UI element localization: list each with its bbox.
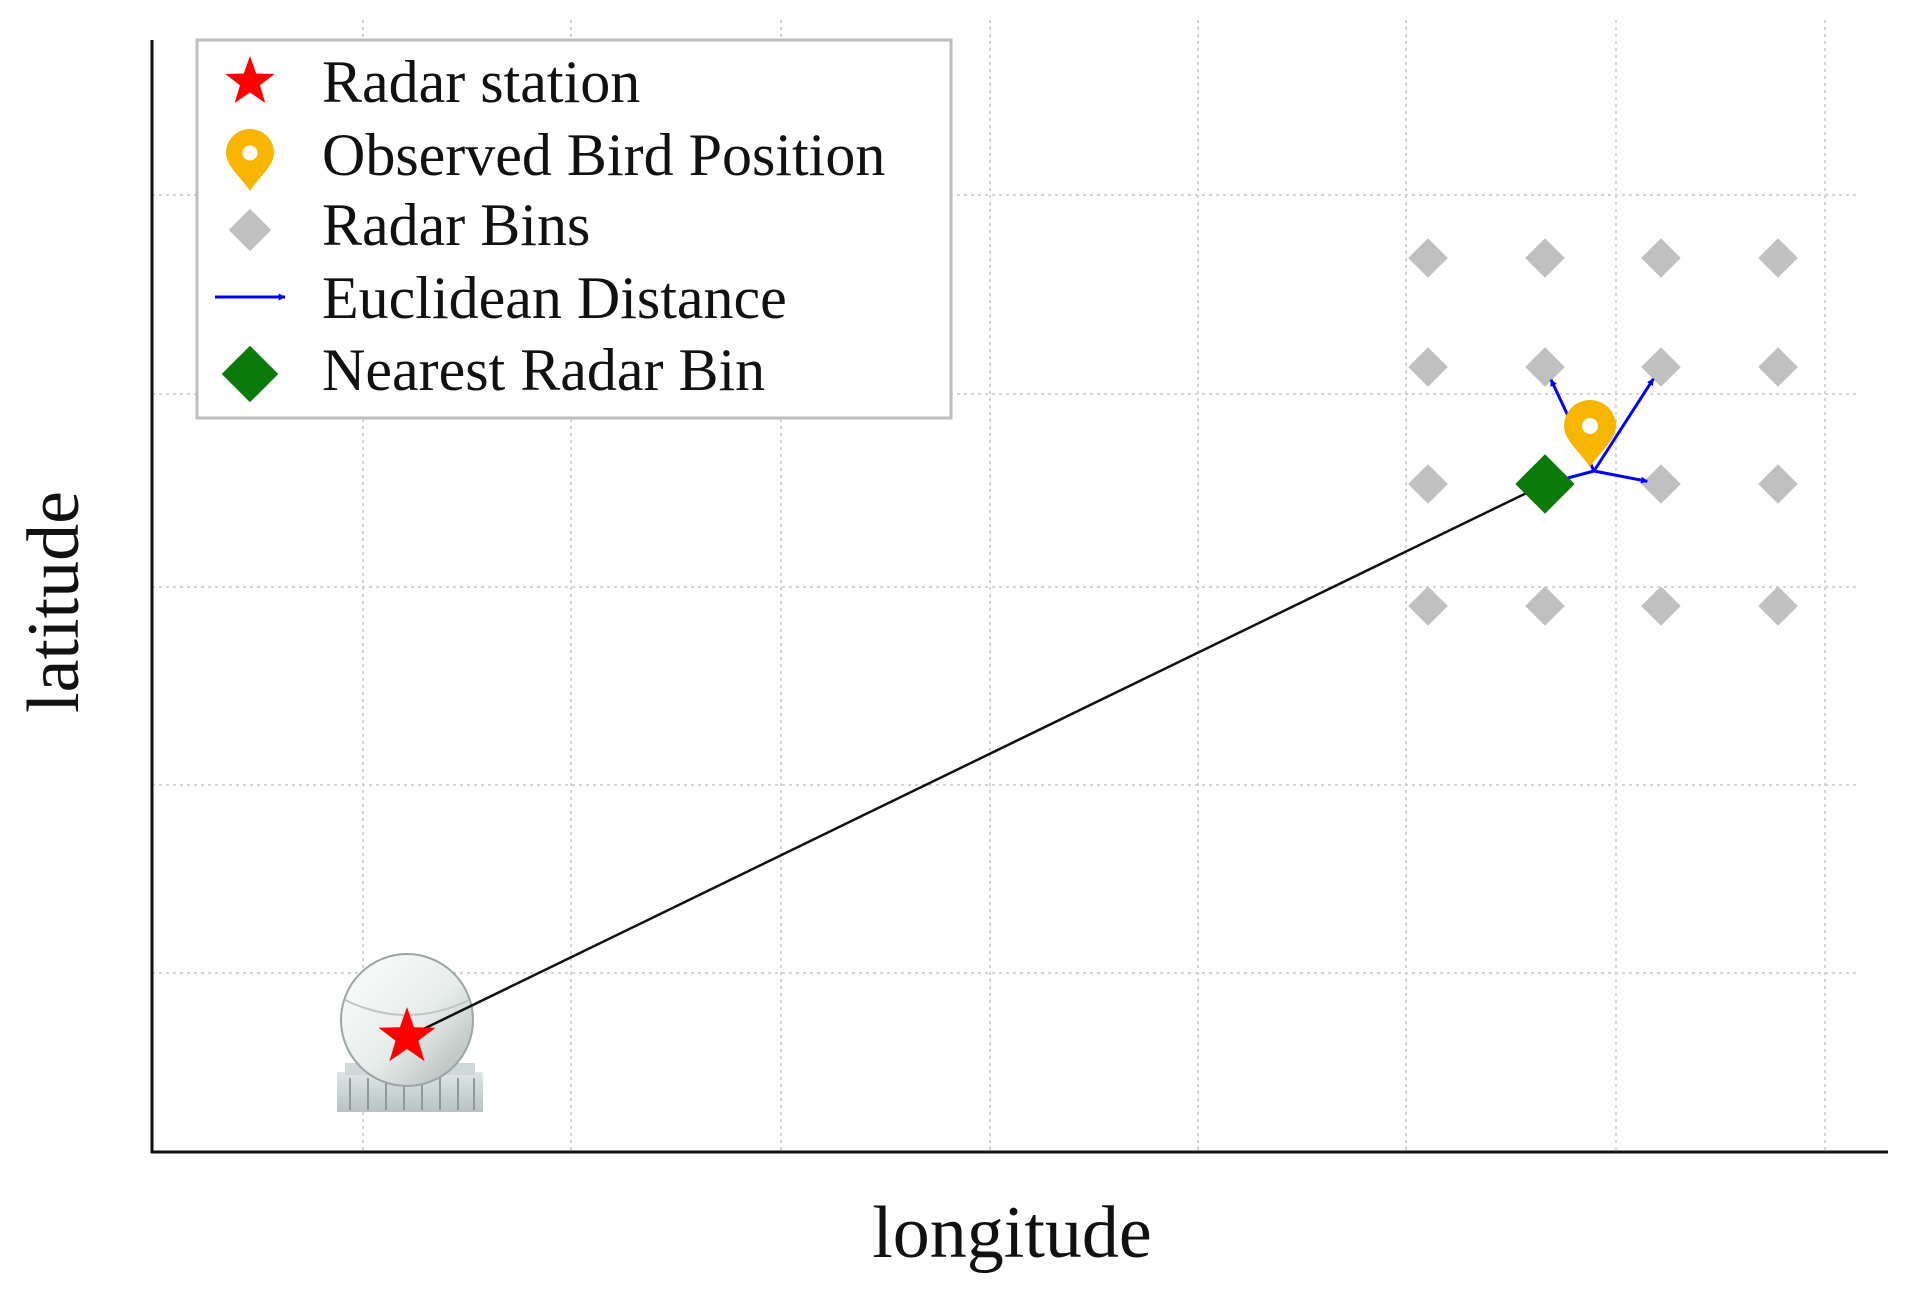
red-star-icon [225,56,275,103]
euclidean-distance-arrow [1592,377,1655,472]
legend-label-nearest-radar-bin: Nearest Radar Bin [322,337,765,403]
radar-bin [1408,238,1448,278]
legend-label-euclidean-distance: Euclidean Distance [322,265,787,331]
location-pin-icon [226,129,274,191]
radar-bin [1408,586,1448,626]
radar-bin [1525,586,1565,626]
radar-bin [1641,238,1681,278]
nearest-radar-bin [1515,454,1575,514]
radar-bin [1408,347,1448,387]
radar-bin [1758,586,1798,626]
radar-bin [1758,238,1798,278]
radar-bin [1641,464,1681,504]
radar-station-star-icon [378,1007,436,1062]
x-axis-title: longitude [872,1192,1152,1274]
radar-bin [1525,238,1565,278]
legend-label-radar-bins: Radar Bins [322,192,590,258]
legend: Radar station Observed Bird Position Rad… [195,38,953,420]
observed-bird-position-pin-icon [1564,400,1616,467]
grid-lines [152,20,1860,1152]
euclidean-distance-arrow [1593,469,1648,484]
radar-bin [1408,464,1448,504]
radar-bin [1758,347,1798,387]
radar-bin [1525,347,1565,387]
legend-label-radar-station: Radar station [322,49,640,115]
radar-bin [1641,586,1681,626]
legend-label-observed-bird-position: Observed Bird Position [322,122,885,188]
radar-bin [1758,464,1798,504]
gray-diamond-icon [228,208,272,252]
legend-box [195,38,953,420]
y-axis-title: latitude [13,491,95,713]
station-to-nearest-bin-line [406,482,1546,1039]
radar-bin [1641,347,1681,387]
